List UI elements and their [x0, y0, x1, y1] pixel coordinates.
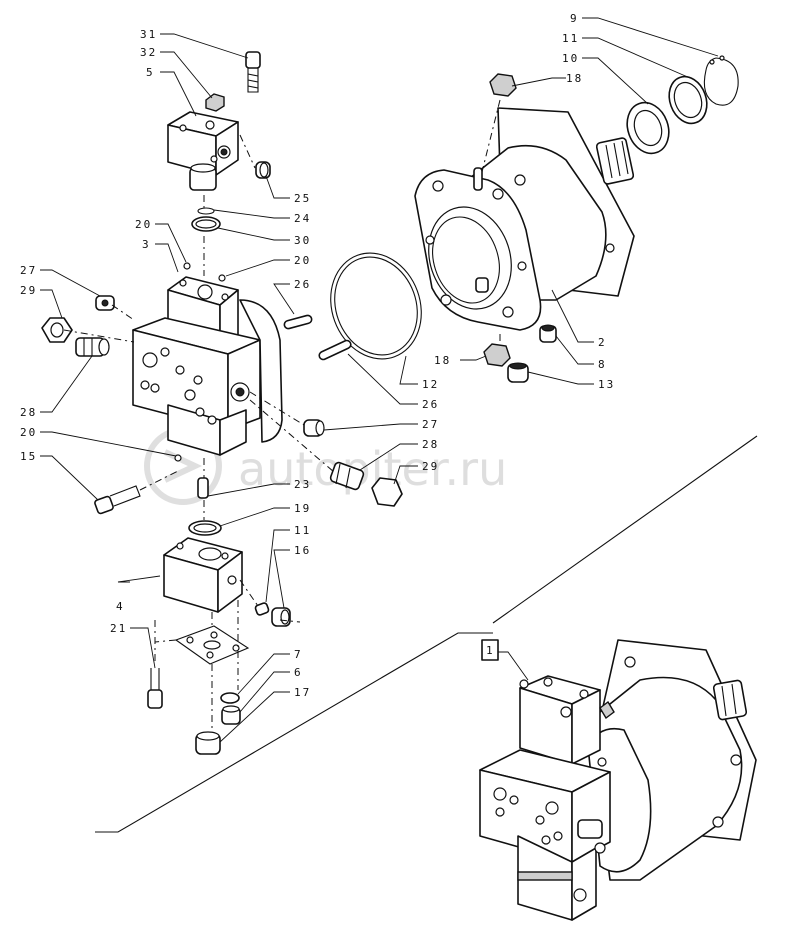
callout-10: 10	[562, 52, 579, 65]
callout-5: 5	[146, 66, 155, 79]
callout-28b: 28	[422, 438, 439, 451]
bolt-31	[245, 51, 261, 93]
centerline	[111, 304, 135, 321]
callout-1: 1	[486, 644, 495, 657]
callout-8: 8	[598, 358, 607, 371]
plug-27b	[303, 419, 325, 437]
callout-26b: 26	[422, 398, 439, 411]
valve-block-lower	[163, 537, 243, 613]
callout-2: 2	[598, 336, 607, 349]
valve-body-main	[132, 276, 283, 456]
callout-labels: 31 32 5 25 24 30 20 3 20 26 27 29 28 20 …	[20, 12, 615, 699]
callout-26a: 26	[294, 278, 311, 291]
plug-16	[271, 607, 291, 627]
fitting-29a	[41, 317, 73, 343]
callout-11a: 11	[294, 524, 311, 537]
o-ring-12	[330, 252, 422, 360]
motor-housing	[414, 107, 635, 331]
fitting-29b	[371, 477, 403, 507]
callout-6: 6	[294, 666, 303, 679]
fitting-28b	[329, 461, 365, 491]
plug-20b	[218, 274, 226, 282]
centerline	[63, 329, 135, 343]
plug-25	[255, 161, 271, 179]
plug-13	[507, 362, 529, 383]
bolt-23	[197, 477, 209, 499]
centerline	[279, 619, 301, 623]
callout-27a: 27	[20, 264, 37, 277]
pin-26b	[318, 339, 352, 361]
callout-13: 13	[598, 378, 615, 391]
callout-12: 12	[422, 378, 439, 391]
centerline	[249, 391, 305, 426]
plug-20a	[183, 262, 191, 270]
callout-18b: 18	[566, 72, 583, 85]
assembled-motor-view	[479, 639, 757, 921]
callout-23: 23	[294, 478, 311, 491]
callout-31: 31	[140, 28, 157, 41]
callout-20a: 20	[135, 218, 152, 231]
o-ring-24	[197, 207, 215, 215]
leader-lines	[40, 17, 719, 743]
fitting-28a	[75, 337, 110, 357]
separator-line-right	[492, 435, 758, 624]
callout-box-1	[481, 639, 499, 661]
ring-11	[668, 75, 708, 125]
valve-block-top	[167, 111, 239, 191]
callout-29a: 29	[20, 284, 37, 297]
callout-16: 16	[294, 544, 311, 557]
callout-9: 9	[570, 12, 579, 25]
o-ring-7	[220, 692, 240, 704]
plug-6	[221, 705, 241, 725]
callout-20c: 20	[20, 426, 37, 439]
callout-7: 7	[294, 648, 303, 661]
callout-15: 15	[20, 450, 37, 463]
callout-28a: 28	[20, 406, 37, 419]
gasket-plate	[174, 625, 250, 665]
centerline	[239, 134, 256, 169]
callout-30: 30	[294, 234, 311, 247]
plug-20c	[174, 454, 182, 462]
bolt-15	[94, 485, 141, 515]
separator-line	[95, 632, 493, 833]
callout-11b: 11	[562, 32, 579, 45]
centerline	[139, 469, 181, 491]
callout-17: 17	[294, 686, 311, 699]
stud	[473, 167, 483, 191]
callout-21: 21	[110, 622, 127, 635]
callout-19: 19	[294, 502, 311, 515]
plug-27a	[95, 295, 115, 311]
bolt-21	[147, 668, 163, 709]
plug-17	[195, 731, 221, 755]
centerline	[154, 639, 177, 643]
nut-32	[205, 93, 225, 112]
callout-4: 4	[116, 600, 125, 613]
circlip-9	[703, 55, 739, 106]
callout-25: 25	[294, 192, 311, 205]
callout-20b: 20	[294, 254, 311, 267]
callout-18a: 18	[434, 354, 451, 367]
callout-27b: 27	[422, 418, 439, 431]
fitting-11a	[254, 602, 270, 616]
callout-32: 32	[140, 46, 157, 59]
callout-3: 3	[142, 238, 151, 251]
callout-29b: 29	[422, 460, 439, 473]
plug-8	[539, 324, 557, 343]
seal-10	[626, 101, 670, 155]
centerline	[239, 579, 259, 607]
callout-24: 24	[294, 212, 311, 225]
centerline	[249, 399, 335, 473]
nut-18b	[483, 343, 511, 367]
nut-18a	[489, 73, 517, 97]
centerline	[479, 99, 501, 181]
pin-26a	[283, 314, 313, 330]
